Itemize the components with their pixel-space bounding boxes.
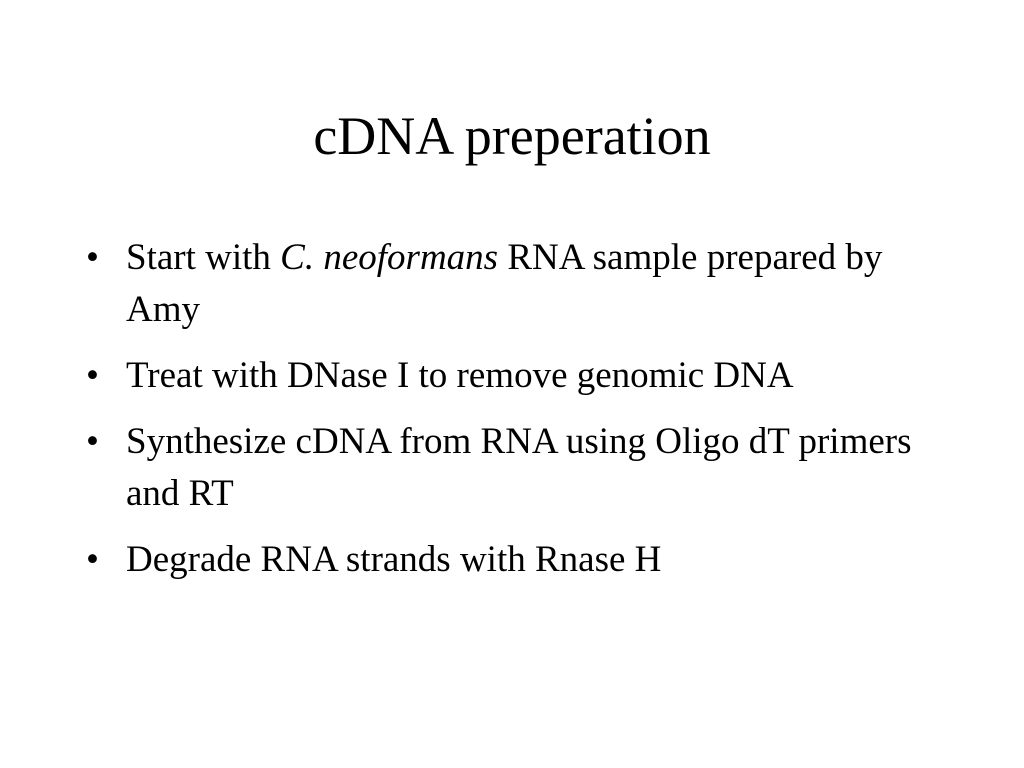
slide-title: cDNA preperation [313,106,711,166]
bullet-text: Degrade RNA strands with Rnase H [126,539,662,580]
bullet-text: Treat with DNase I to remove genomic DNA [126,355,794,396]
bullet-list: • Start with C. neoformans RNA sample pr… [86,232,916,600]
species-name: C. neoformans [280,237,499,278]
bullet-item: • Start with C. neoformans RNA sample pr… [86,232,916,336]
bullet-marker: • [86,539,99,580]
bullet-text-start: Start with [126,237,281,278]
bullet-item: • Treat with DNase I to remove genomic D… [86,350,916,402]
bullet-text-end: RNA sample prepared by Amy [126,237,883,330]
bullet-item: • Degrade RNA strands with Rnase H [86,534,916,586]
bullet-text: Synthesize cDNA from RNA using Oligo dT … [126,421,912,514]
bullet-marker: • [86,421,99,462]
bullet-marker: • [86,237,99,278]
bullet-item: • Synthesize cDNA from RNA using Oligo d… [86,416,916,520]
bullet-marker: • [86,355,99,396]
